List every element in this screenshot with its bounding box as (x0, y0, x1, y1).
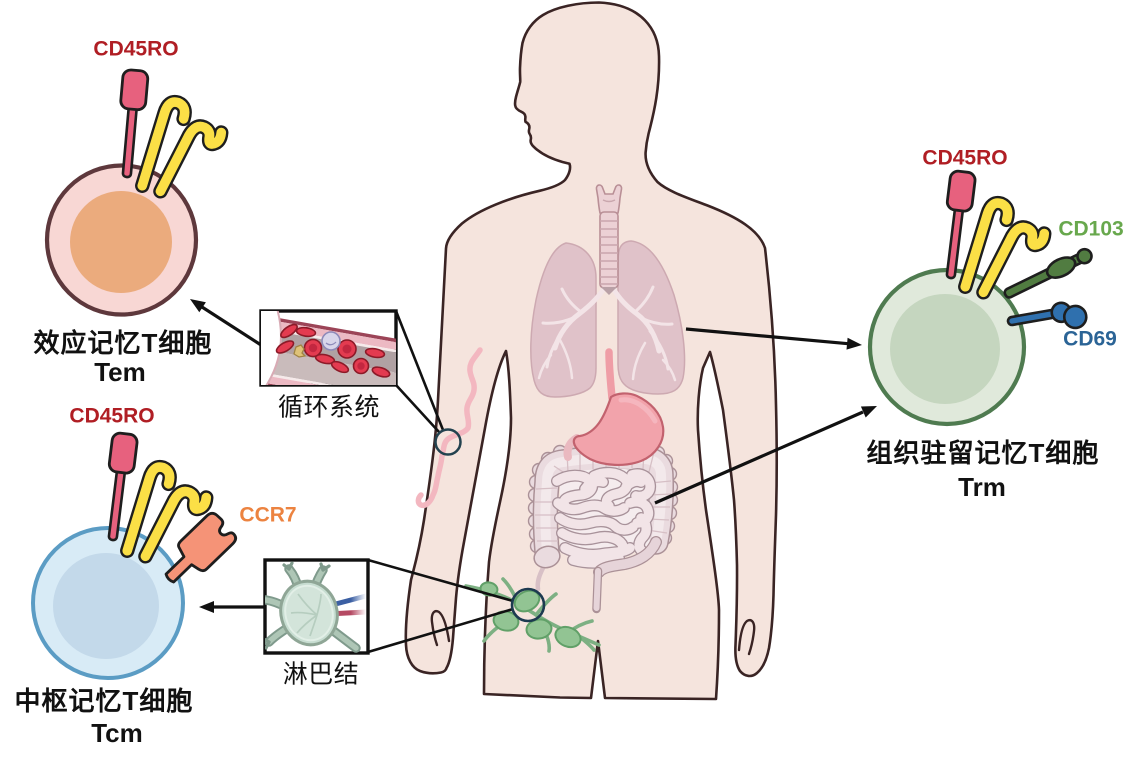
esophagus (605, 348, 616, 402)
tcm-ccr7-label: CCR7 (239, 503, 297, 527)
intestines (527, 438, 679, 614)
circ-connector-bottom (395, 384, 440, 433)
inguinal-lymph-nodes (464, 577, 601, 653)
arrow-lung-to-trm (685, 327, 862, 350)
right-lung (617, 240, 686, 395)
lymph-connector-bottom (367, 607, 514, 654)
tem-cell (44, 67, 226, 317)
lymph-node-inset (263, 558, 370, 655)
red-blood-cells (275, 323, 391, 378)
trm-cd45ro-label: CD45RO (922, 146, 1008, 170)
zoom-connectors (367, 310, 514, 654)
bronchial-tree (537, 281, 677, 382)
tcm-cd45ro-label: CD45RO (69, 404, 155, 428)
circulatory-inset (259, 309, 398, 387)
arrow-lymph-to-tcm (199, 601, 265, 613)
tem-name-en: Tem (94, 357, 146, 387)
trm-name-cn: 组织驻留记忆T细胞 (866, 438, 1100, 468)
arm-vessel (415, 347, 483, 509)
tcm-name-cn: 中枢记忆T细胞 (14, 686, 194, 716)
cecum (533, 545, 561, 592)
trm-cd103-label: CD103 (1058, 217, 1124, 241)
arrow-circ-to-tem (190, 299, 262, 347)
tem-name-cn: 效应记忆T细胞 (33, 328, 213, 358)
rectum (592, 536, 662, 614)
arrow-intestine-to-trm (654, 406, 877, 505)
lymph-node-label: 淋巴结 (282, 660, 360, 689)
trachea (595, 184, 623, 295)
tcm-cell (31, 430, 241, 680)
tem-tcr-receptor (142, 100, 226, 204)
tcm-name-en: Tcm (91, 718, 143, 748)
circ-connector-top (394, 310, 445, 431)
stomach (572, 392, 665, 466)
lymph-connector-top (367, 558, 514, 603)
arm-vessel-circle (434, 428, 462, 456)
right-thumb-line (737, 618, 756, 656)
arrows (190, 299, 877, 613)
trm-cell (867, 168, 1096, 427)
white-blood-cell (321, 331, 341, 351)
trm-cd69-label: CD69 (1063, 327, 1117, 351)
groin-node-circle (510, 587, 546, 623)
trm-name-en: Trm (958, 472, 1006, 502)
lymph-node-body (279, 579, 339, 647)
lungs (530, 240, 686, 398)
tem-cd45ro-label: CD45RO (93, 37, 179, 61)
circulatory-label: 循环系统 (277, 393, 381, 422)
human-body (404, 1, 779, 701)
trm-cd103-receptor (1000, 244, 1096, 304)
small-intestine (551, 466, 657, 569)
platelet (293, 344, 307, 358)
left-thumb-line (430, 609, 451, 647)
